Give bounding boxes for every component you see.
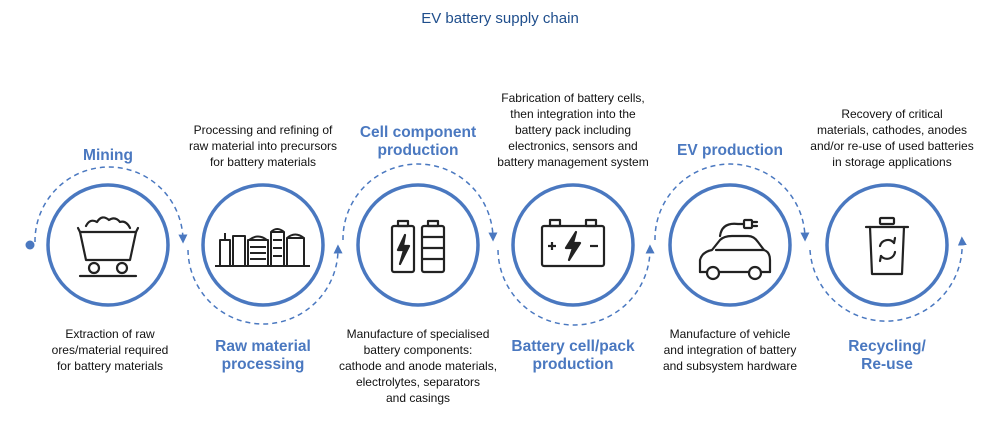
description-line: cathode and anode materials,	[338, 359, 498, 373]
description-line: for battery materials	[56, 359, 164, 373]
stage-circle-cell-component	[356, 183, 480, 307]
description-line: Manufacture of vehicle	[669, 327, 791, 341]
description-line: electrolytes, separators	[355, 375, 481, 389]
battery-pack-icon	[540, 218, 606, 268]
stage-description-processing: Processing and refining of raw material …	[168, 122, 358, 170]
flow-arc-1	[34, 166, 188, 244]
stage-description-ev-production: Manufacture of vehicle and integration o…	[635, 326, 825, 374]
stage-title-processing: Raw material processing	[178, 338, 348, 374]
description-line: Recovery of critical	[841, 107, 943, 121]
refinery-icon	[215, 228, 310, 267]
stage-title-mining: Mining	[23, 147, 193, 165]
stage-title-battery-pack-line-1: Battery cell/pack	[511, 338, 635, 355]
description-line: and integration of battery	[663, 343, 797, 357]
description-line: raw material into precursors	[188, 139, 338, 153]
description-line: ores/material required	[51, 343, 169, 357]
flow-arc-5	[654, 163, 810, 242]
description-line: Fabrication of battery cells,	[501, 91, 645, 105]
stage-description-battery-pack: Fabrication of battery cells, then integ…	[478, 90, 668, 170]
stage-circle-mining	[46, 183, 170, 307]
stage-title-cell-component-line-2: production	[377, 142, 459, 159]
description-line: Extraction of raw	[65, 327, 155, 341]
description-line: battery pack including	[514, 123, 632, 137]
stage-title-battery-pack-line-2: production	[532, 356, 614, 373]
stage-description-cell-component: Manufacture of specialised battery compo…	[323, 326, 513, 406]
battery-cells-icon	[390, 219, 446, 274]
description-line: battery management system	[497, 155, 649, 169]
description-line: materials, cathodes, anodes	[816, 123, 968, 137]
stage-title-cell-component: Cell component production	[333, 124, 503, 160]
stage-title-processing-line-2: processing	[221, 356, 305, 373]
stage-description-mining: Extraction of raw ores/material required…	[15, 326, 205, 374]
description-line: battery components:	[363, 343, 473, 357]
flow-arc-3	[342, 163, 498, 242]
stage-title-processing-line-1: Raw material	[215, 338, 311, 355]
stage-description-recycling: Recovery of critical materials, cathodes…	[797, 106, 987, 170]
flow-arc-4	[497, 244, 655, 326]
description-line: electronics, sensors and	[508, 139, 638, 153]
stage-circle-processing	[201, 183, 325, 307]
stage-title-cell-component-line-1: Cell component	[359, 124, 477, 141]
flow-arc-2	[187, 244, 343, 325]
description-line: and subsystem hardware	[662, 359, 798, 373]
description-line: Processing and refining of	[193, 123, 333, 137]
stage-title-battery-pack: Battery cell/pack production	[488, 338, 658, 374]
description-line: Manufacture of specialised	[346, 327, 490, 341]
stage-circle-ev-production	[668, 183, 792, 307]
stage-title-recycling: Recycling/ Re-use	[802, 338, 972, 374]
stage-title-mining-text: Mining	[83, 147, 133, 164]
diagram-title: EV battery supply chain	[421, 10, 579, 27]
mine-cart-icon	[76, 216, 140, 278]
flow-start-dot	[25, 240, 35, 250]
electric-car-icon	[698, 218, 772, 281]
stage-title-ev-production: EV production	[645, 142, 815, 160]
stage-title-ev-production-text: EV production	[677, 142, 783, 159]
flow-arc-6	[809, 236, 967, 322]
stage-title-recycling-line-2: Re-use	[861, 356, 913, 373]
stage-circle-recycling	[825, 183, 949, 307]
recycling-bin-icon	[864, 216, 910, 276]
description-line: for battery materials	[209, 155, 317, 169]
description-line: then integration into the	[510, 107, 636, 121]
description-line: and casings	[385, 391, 451, 405]
description-line: and/or re-use of used batteries	[810, 139, 974, 153]
stage-title-recycling-line-1: Recycling/	[848, 338, 926, 355]
description-line: in storage applications	[832, 155, 952, 169]
